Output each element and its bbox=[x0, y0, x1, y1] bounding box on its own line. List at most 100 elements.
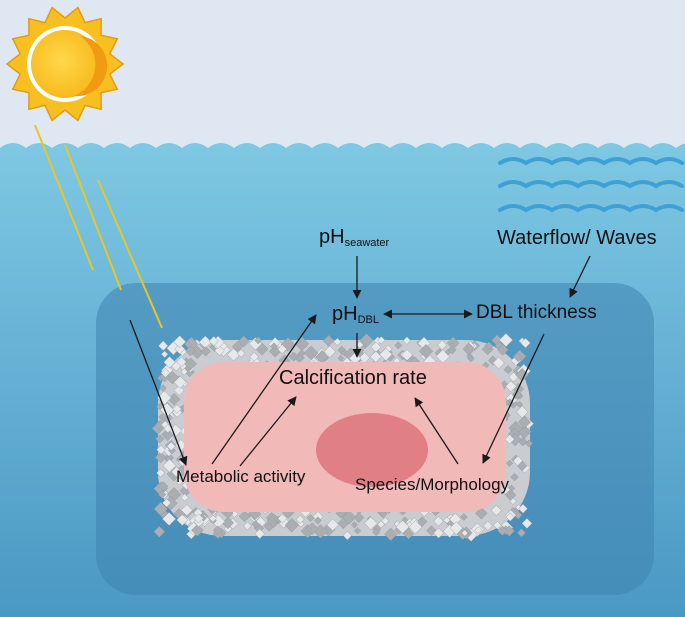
crystal-grain bbox=[209, 514, 217, 523]
crystal-grain bbox=[517, 415, 531, 429]
crystal-grain bbox=[517, 460, 528, 472]
crystal-grain bbox=[372, 528, 381, 537]
crystal-grain bbox=[350, 521, 359, 529]
crystal-grain bbox=[359, 333, 374, 348]
crystal-grain bbox=[364, 516, 378, 530]
crystal-grain bbox=[484, 341, 494, 351]
waterflow-label: Waterflow/ Waves bbox=[497, 227, 657, 249]
coral-organism bbox=[151, 333, 534, 542]
crystal-grain bbox=[176, 356, 187, 368]
crystal-grain bbox=[490, 504, 502, 516]
crystal-grain bbox=[270, 342, 278, 351]
crystal-grain bbox=[381, 516, 390, 525]
crystal-grain bbox=[503, 365, 513, 375]
crystal-grain bbox=[337, 354, 345, 362]
crystal-grain bbox=[505, 380, 517, 393]
crystal-grain bbox=[384, 527, 398, 541]
crystal-grain bbox=[337, 517, 349, 530]
crystal-grain bbox=[160, 350, 169, 358]
crystal-grain bbox=[426, 525, 437, 536]
crystal-grain bbox=[525, 439, 534, 448]
ph-seawater-label: pHseawater bbox=[319, 226, 390, 249]
crystal-grain bbox=[163, 356, 176, 369]
crystal-grain bbox=[249, 352, 259, 362]
crystal-grain bbox=[158, 481, 169, 492]
crystal-grain bbox=[499, 333, 513, 348]
crystal-grain bbox=[340, 348, 349, 357]
crystal-grain bbox=[180, 367, 188, 376]
crystal-grain bbox=[184, 357, 197, 371]
crystal-grain bbox=[323, 345, 336, 358]
crystal-grain bbox=[462, 342, 476, 356]
crystal-grain bbox=[284, 518, 299, 533]
crystal-grain bbox=[353, 512, 365, 523]
crystal-grain bbox=[306, 522, 319, 535]
crystal-grain bbox=[212, 525, 223, 536]
crystal-grain bbox=[163, 424, 173, 433]
crystal-grain bbox=[158, 490, 167, 499]
crystal-grain bbox=[504, 434, 515, 445]
calcification-rate-label: Calcification rate bbox=[279, 367, 427, 389]
crystal-grain bbox=[251, 520, 260, 529]
crystal-grain bbox=[254, 528, 265, 539]
crystal-grain bbox=[236, 349, 246, 358]
crystal-grain bbox=[447, 345, 457, 355]
arrow-waterflow-to-dbl bbox=[569, 255, 591, 298]
crystal-grain bbox=[418, 344, 434, 359]
crystal-grain bbox=[191, 523, 204, 537]
crystal-grain bbox=[232, 341, 244, 353]
crystal-grain bbox=[200, 346, 211, 357]
crystal-grain bbox=[153, 525, 166, 538]
crystal-grain bbox=[277, 344, 288, 355]
crystal-grain bbox=[515, 405, 529, 419]
crystal-grain bbox=[214, 345, 225, 356]
crystal-grain bbox=[505, 512, 515, 522]
crystal-grain bbox=[313, 516, 322, 525]
crystal-grain bbox=[517, 528, 526, 538]
crystal-grain bbox=[172, 404, 182, 414]
crystal-grain bbox=[474, 526, 483, 535]
crystal-grain bbox=[342, 530, 352, 541]
crystal-grain bbox=[437, 340, 448, 350]
crystal-grain bbox=[297, 520, 305, 528]
crystal-grain bbox=[159, 371, 170, 383]
crystal-grain bbox=[297, 349, 306, 358]
ph-dbl-label: pHDBL bbox=[332, 303, 379, 326]
crystal-grain bbox=[254, 336, 263, 345]
crystal-grain bbox=[237, 335, 250, 348]
arrow-light-to-metabolic bbox=[129, 319, 188, 466]
crystal-grain bbox=[395, 520, 410, 534]
dbl-thickness-label: DBL thickness bbox=[476, 302, 597, 323]
arrows bbox=[129, 255, 591, 467]
crystal-grain bbox=[277, 513, 288, 524]
arrow-metabolic-to-ph-dbl bbox=[211, 314, 317, 465]
crystal-grain bbox=[443, 516, 451, 524]
crystal-grain bbox=[497, 525, 508, 536]
crystal-grain bbox=[154, 451, 167, 464]
crystal-grain bbox=[401, 348, 413, 361]
crystal-grain bbox=[497, 344, 509, 356]
inner-spot bbox=[316, 413, 428, 487]
crystal-grain bbox=[509, 497, 517, 505]
crystal-grain bbox=[513, 353, 523, 363]
crystal-grain bbox=[180, 504, 193, 517]
crystal-grain bbox=[159, 384, 167, 392]
crystal-grain bbox=[295, 515, 305, 524]
crystal-grain bbox=[333, 337, 342, 346]
crystal-grain bbox=[377, 336, 386, 345]
crystal-grain bbox=[449, 521, 464, 535]
crystal-grain bbox=[459, 513, 468, 521]
arrow-species-to-calcification bbox=[414, 397, 459, 465]
crystal-grain bbox=[156, 445, 166, 455]
crystal-grain bbox=[156, 468, 165, 478]
crystal-grain bbox=[379, 510, 388, 519]
crystal-grain bbox=[416, 516, 428, 527]
crystal-grain bbox=[493, 520, 502, 530]
crystal-grain bbox=[461, 529, 469, 537]
crystal-grain bbox=[173, 375, 187, 389]
crystal-grain bbox=[377, 520, 385, 529]
crystal-grain bbox=[176, 514, 189, 526]
crystal-grain bbox=[492, 356, 505, 370]
crystal-grain bbox=[158, 340, 169, 351]
